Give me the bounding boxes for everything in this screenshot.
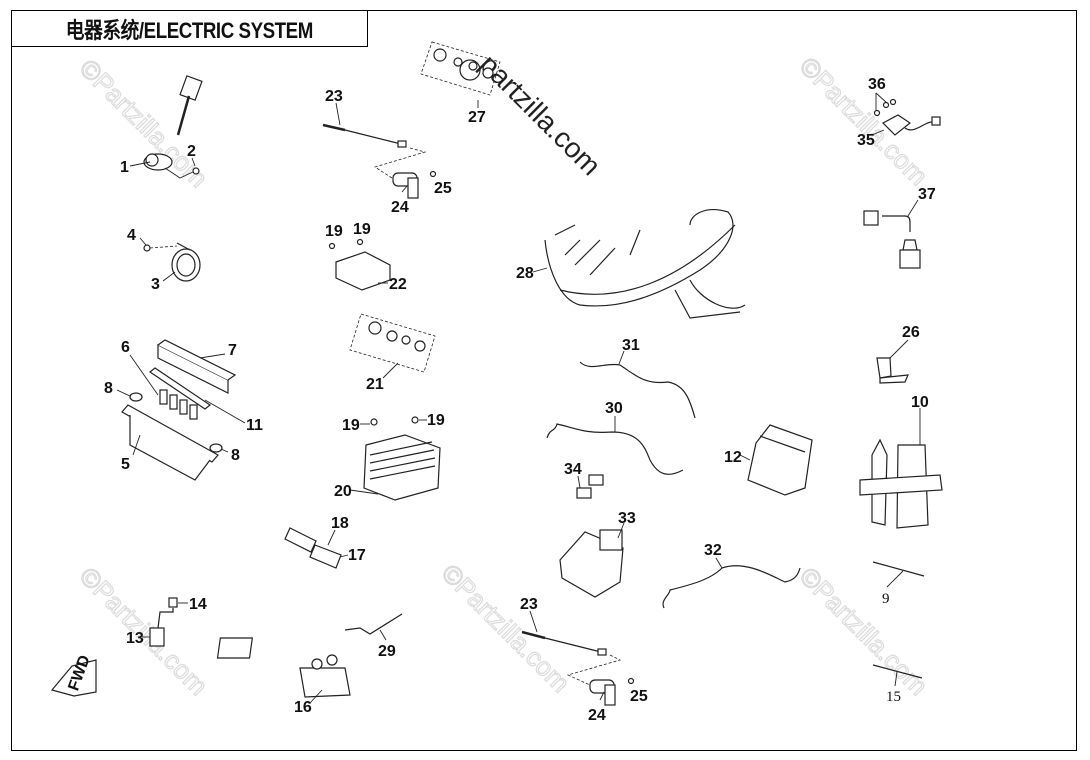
diagram-frame	[11, 10, 1077, 751]
part-19-bolt[interactable]	[370, 418, 378, 426]
label-18: 18	[331, 515, 349, 532]
part-33-cdi-unit[interactable]	[559, 529, 624, 598]
label-36: 36	[868, 76, 886, 93]
part-7-fuse-box-cover[interactable]	[157, 339, 237, 394]
label-37: 37	[918, 186, 936, 203]
label-5: 5	[121, 456, 130, 473]
label-14: 14	[189, 596, 207, 613]
part-4-bolt[interactable]	[143, 244, 151, 252]
label-10: 10	[911, 394, 929, 411]
label-17: 17	[348, 547, 366, 564]
label-24: 24	[391, 199, 409, 216]
part-6-fuses[interactable]	[159, 389, 198, 420]
part-14-connector[interactable]	[168, 597, 178, 608]
label-26: 26	[902, 324, 920, 341]
watermark: ©Partzilla.com	[794, 561, 934, 701]
part-1-speed-sensor[interactable]	[143, 75, 203, 179]
label-24b: 24	[588, 707, 606, 724]
part-25-bolt[interactable]	[627, 677, 635, 685]
label-25: 25	[434, 180, 452, 197]
part-8-grommet[interactable]	[209, 443, 223, 453]
label-30: 30	[605, 400, 623, 417]
part-5-fuse-box-base[interactable]	[121, 404, 219, 481]
part-35-sensor[interactable]	[882, 114, 941, 136]
part-3-horn[interactable]	[171, 242, 201, 282]
part-31-cable[interactable]	[579, 361, 696, 419]
part-19-bolt[interactable]	[356, 238, 364, 246]
label-32: 32	[704, 542, 722, 559]
label-23b: 23	[520, 596, 538, 613]
watermark: ©Partzilla.com	[436, 558, 576, 698]
label-7: 7	[228, 342, 237, 359]
part-19-bolt[interactable]	[411, 416, 419, 424]
label-16: 16	[294, 699, 312, 716]
label-12: 12	[724, 449, 742, 466]
part-9-strap[interactable]	[872, 561, 925, 577]
label-31: 31	[622, 337, 640, 354]
part-19-bolt[interactable]	[328, 242, 336, 250]
part-22-control-unit[interactable]	[335, 251, 391, 291]
fwd-arrow-icon: FWD	[50, 653, 97, 697]
part-32-cable[interactable]	[662, 565, 801, 609]
part-24-ignition-coil[interactable]	[589, 679, 616, 706]
label-15: 15	[886, 689, 901, 705]
label-33: 33	[618, 510, 636, 527]
label-8: 8	[104, 380, 113, 397]
part-26-bracket[interactable]	[876, 357, 909, 384]
part-18-connector[interactable]	[284, 527, 317, 553]
watermark-e-ring	[459, 59, 481, 81]
label-9: 9	[882, 591, 890, 607]
label-2: 2	[187, 143, 196, 160]
label-11: 11	[246, 417, 263, 434]
part-12-battery[interactable]	[747, 424, 813, 496]
part-23-ignition-cable[interactable]	[521, 630, 607, 656]
label-4: 4	[127, 227, 136, 244]
part-2-bolt[interactable]	[192, 167, 200, 175]
part-20-regulator-rectifier[interactable]	[363, 434, 441, 501]
watermark-center: partzilla.com	[474, 48, 607, 181]
part-24-ignition-coil[interactable]	[392, 172, 419, 199]
label-25b: 25	[630, 688, 648, 705]
label-3: 3	[151, 276, 160, 293]
part-17-connector[interactable]	[309, 544, 342, 569]
label-35: 35	[857, 132, 875, 149]
part-10-battery-holder[interactable]	[859, 438, 943, 529]
label-34: 34	[564, 461, 582, 478]
part-23-ignition-cable[interactable]	[322, 123, 407, 148]
part-15-strap[interactable]	[872, 664, 923, 679]
part-27-socket-kit[interactable]	[420, 41, 501, 96]
label-19d: 19	[427, 412, 445, 429]
part-34-connector[interactable]	[576, 474, 604, 499]
label-19b: 19	[353, 221, 371, 238]
label-8b: 8	[231, 447, 240, 464]
part-29-cable[interactable]	[344, 613, 403, 635]
label-29: 29	[378, 643, 396, 660]
label-28: 28	[516, 265, 534, 282]
title-box: 电器系统/ELECTRIC SYSTEM	[11, 10, 368, 47]
part-8-grommet[interactable]	[129, 392, 143, 402]
part-37-power-socket[interactable]	[863, 210, 921, 269]
label-23: 23	[325, 88, 343, 105]
part-11-fuse-strip[interactable]	[148, 367, 212, 410]
label-6: 6	[121, 339, 130, 356]
label-21: 21	[366, 376, 384, 393]
part-25-bolt[interactable]	[429, 170, 437, 178]
label-20: 20	[334, 483, 352, 500]
watermark: ©Partzilla.com	[794, 51, 934, 191]
part-16-starter-relay[interactable]	[216, 637, 351, 698]
label-19c: 19	[342, 417, 360, 434]
label-27: 27	[468, 109, 486, 126]
label-1: 1	[120, 159, 129, 176]
part-30-cable[interactable]	[546, 423, 684, 475]
part-36-bolt[interactable]	[873, 98, 897, 117]
label-22: 22	[389, 276, 407, 293]
label-19: 19	[325, 223, 343, 240]
page-title: 电器系统/ELECTRIC SYSTEM	[65, 17, 314, 43]
part-28-main-wiring-harness[interactable]	[544, 209, 746, 319]
label-13: 13	[126, 630, 144, 647]
part-21-socket-kit[interactable]	[349, 313, 436, 373]
